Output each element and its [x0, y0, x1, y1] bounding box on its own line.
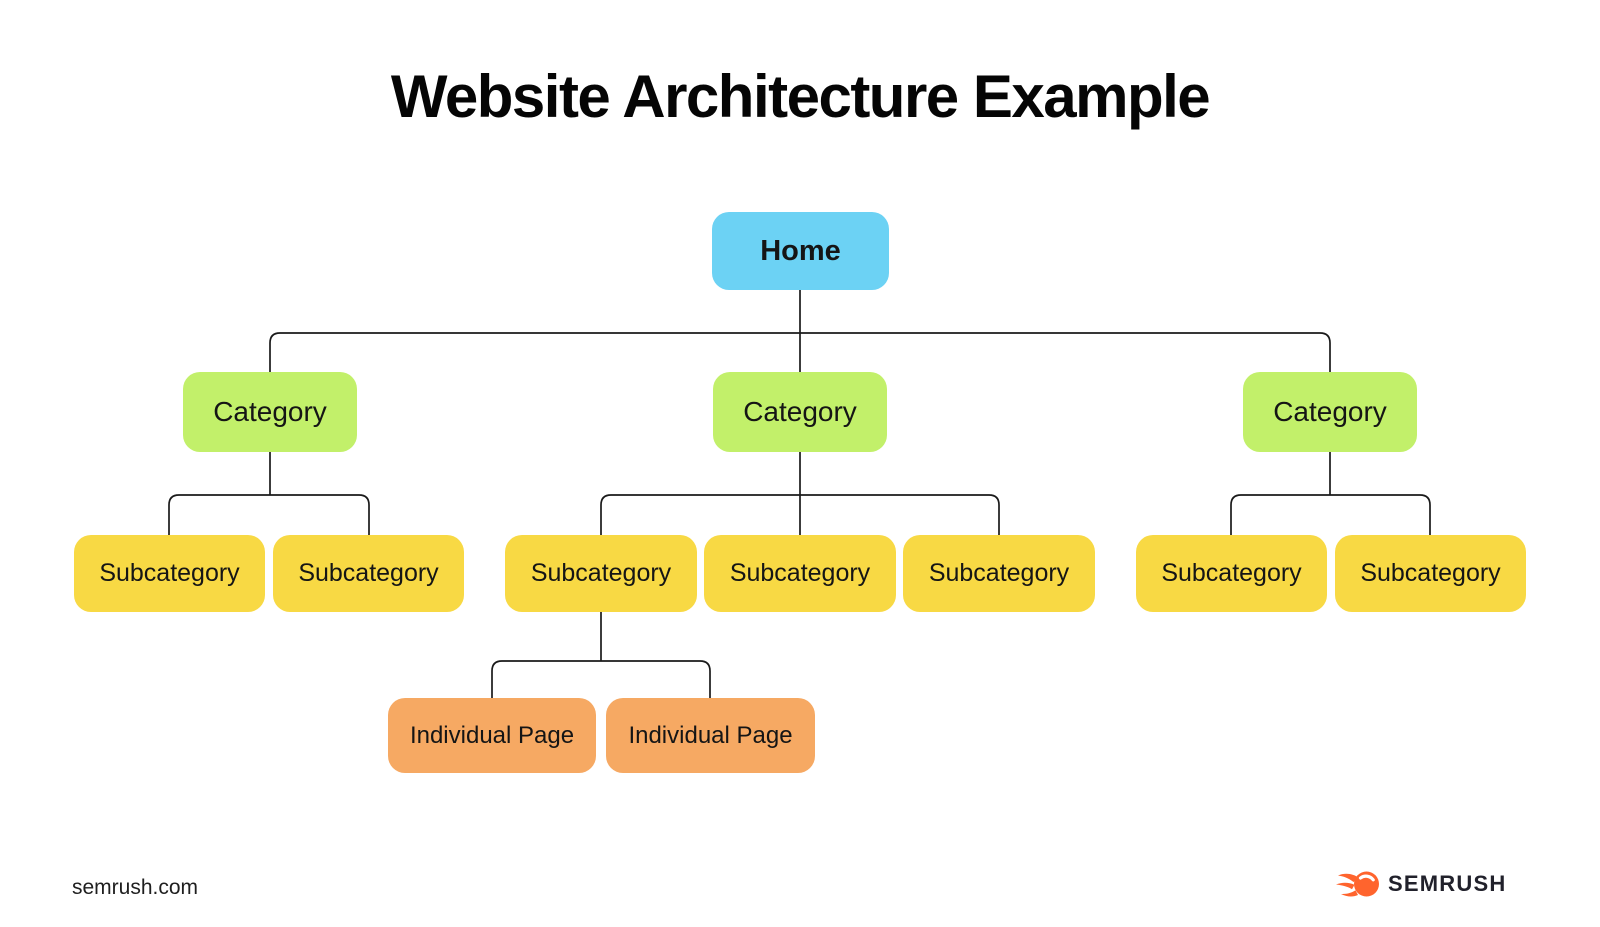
connector-cat1-subrail: [168, 494, 370, 535]
node-category-1: Category: [183, 372, 357, 452]
page-title: Website Architecture Example: [390, 63, 1211, 130]
node-subcategory-1-1: Subcategory: [74, 535, 265, 612]
node-subcategory-2-1: Subcategory: [505, 535, 697, 612]
semrush-flame-icon: [1336, 871, 1379, 897]
connector-cat2-subrail: [600, 494, 1000, 535]
node-subcategory-1-2: Subcategory: [273, 535, 464, 612]
node-individual-page-1: Individual Page: [388, 698, 596, 773]
connector-categories-rail: [269, 332, 1331, 372]
semrush-logo: SEMRUSH: [1336, 869, 1506, 899]
connector-cat3-subrail: [1230, 494, 1431, 535]
node-subcategory-3-2: Subcategory: [1335, 535, 1526, 612]
node-category-3: Category: [1243, 372, 1417, 452]
node-category-2: Category: [713, 372, 887, 452]
node-subcategory-2-3: Subcategory: [903, 535, 1095, 612]
semrush-wordmark: SEMRUSH: [1388, 871, 1507, 896]
node-subcategory-2-2: Subcategory: [704, 535, 896, 612]
source-url: semrush.com: [72, 876, 199, 899]
node-home: Home: [712, 212, 889, 290]
connector-pages-rail: [491, 660, 711, 698]
node-subcategory-3-1: Subcategory: [1136, 535, 1327, 612]
node-individual-page-2: Individual Page: [606, 698, 815, 773]
